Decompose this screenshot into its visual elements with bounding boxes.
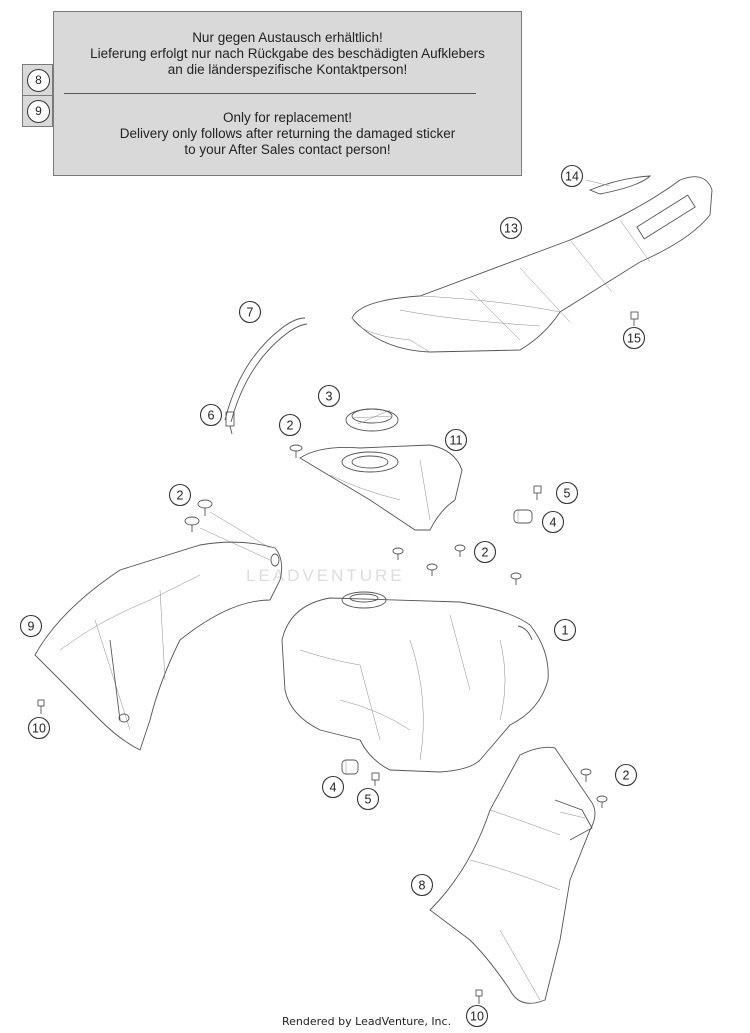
notice-en-line-2: Delivery only follows after returning th… [119,126,456,141]
svg-text:11: 11 [450,434,463,448]
svg-text:15: 15 [627,332,641,346]
screws-2-right-shroud-part[interactable] [580,768,608,808]
callout-2-shroud[interactable]: 2 [168,483,192,507]
callout-15[interactable]: 15 [622,326,646,350]
svg-text:10: 10 [32,722,46,736]
notice-side-label-9: 9 [22,95,53,127]
callout-14[interactable]: 14 [560,164,584,188]
callout-10-right[interactable]: 10 [465,1004,489,1028]
hose-valve-part[interactable] [225,411,235,435]
callout-4-upper[interactable]: 4 [541,510,565,534]
svg-text:2: 2 [287,419,294,433]
bushing-4-upper-part[interactable] [513,509,533,524]
side-label-8-text: 8 [27,69,50,92]
notice-en-line-1: Only for replacement! [222,110,353,125]
leader-lines [585,179,611,187]
left-shroud-part[interactable] [34,541,283,751]
svg-text:5: 5 [564,487,571,501]
breather-hose-part[interactable] [224,317,308,423]
callout-2-middle[interactable]: 2 [473,540,497,564]
svg-text:9: 9 [28,620,35,634]
fuel-cap-part[interactable] [345,408,399,432]
seat-screw-part[interactable] [630,311,639,326]
screw-5-upper-part[interactable] [533,485,542,500]
svg-text:3: 3 [326,390,333,404]
notice-de-line-1: Nur gegen Austausch erhältlich! [192,30,383,45]
callout-9[interactable]: 9 [19,614,43,638]
notice-de-line-3: an die länderspezifische Kontaktperson! [167,62,408,77]
right-shroud-part[interactable] [429,746,596,1004]
svg-text:2: 2 [177,489,184,503]
replacement-notice-box: Nur gegen Austausch erhältlich! Lieferun… [53,11,522,176]
svg-text:6: 6 [208,409,215,423]
bushing-4-lower-part[interactable] [341,759,359,775]
callout-11[interactable]: 11 [444,428,468,452]
svg-text:7: 7 [247,306,254,320]
watermark: LEADVENTURE [246,566,405,585]
screw-5-lower-part[interactable] [371,772,380,786]
side-label-9-text: 9 [27,100,50,123]
svg-text:10: 10 [470,1010,484,1024]
fuel-tank-part[interactable] [281,591,549,773]
callout-3[interactable]: 3 [317,384,341,408]
svg-text:2: 2 [482,546,489,560]
callout-13[interactable]: 13 [499,216,523,240]
notice-divider [64,93,476,94]
svg-text:4: 4 [330,781,337,795]
callout-10-left[interactable]: 10 [27,716,51,740]
callout-2-right-shroud[interactable]: 2 [614,763,638,787]
callout-5-upper[interactable]: 5 [555,481,579,505]
notice-en-line-3: to your After Sales contact person! [184,142,391,157]
svg-text:2: 2 [623,769,630,783]
callout-2-upper[interactable]: 2 [278,413,302,437]
svg-text:8: 8 [419,879,426,893]
callout-4-lower[interactable]: 4 [321,775,345,799]
callout-7[interactable]: 7 [238,300,262,324]
footer-credit: Rendered by LeadVenture, Inc. [282,1015,452,1028]
screw-10-right-part[interactable] [475,989,483,1004]
notice-side-label-8: 8 [22,64,53,96]
callout-5-lower[interactable]: 5 [356,787,380,811]
tank-cover-part[interactable] [299,444,463,531]
svg-text:5: 5 [365,793,372,807]
callout-6[interactable]: 6 [199,403,223,427]
screws-2-middle-part[interactable] [392,544,522,585]
svg-text:13: 13 [504,222,518,236]
callout-8[interactable]: 8 [410,873,434,897]
seat-part[interactable] [351,176,713,353]
svg-text:4: 4 [550,516,557,530]
screw-10-left-part[interactable] [37,699,45,714]
callout-1[interactable]: 1 [553,618,577,642]
screw-2-upper-part[interactable] [289,444,303,458]
seat-sticker-part[interactable] [588,175,652,195]
screws-2-shroud-part[interactable] [184,499,271,561]
svg-text:14: 14 [565,170,579,184]
svg-text:1: 1 [562,624,569,638]
notice-de-line-2: Lieferung erfolgt nur nach Rückgabe des … [90,46,485,61]
